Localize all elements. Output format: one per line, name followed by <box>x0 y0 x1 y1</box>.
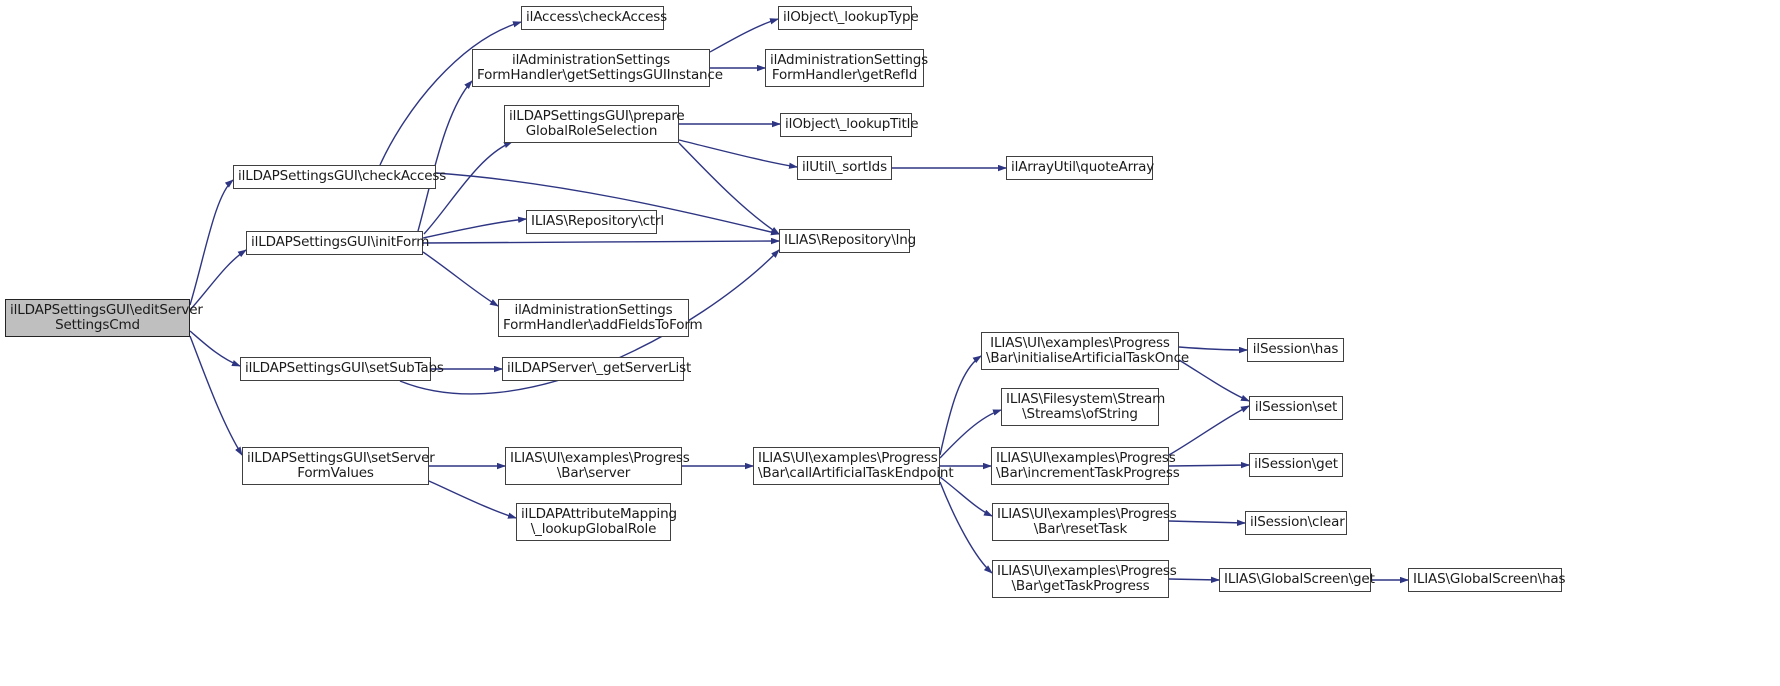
graph-edge-initForm-to-addFieldsToForm <box>422 251 499 307</box>
graph-node-lookupGlobalRole[interactable]: ilLDAPAttributeMapping \_lookupGlobalRol… <box>516 503 677 541</box>
graph-edge-initForm-to-repoLng <box>422 237 780 245</box>
graph-node-incrementTaskProgress[interactable]: ILIAS\UI\examples\Progress \Bar\incremen… <box>991 447 1180 485</box>
graph-node-label: ilAdministrationSettings FormHandler\add… <box>503 301 703 333</box>
graph-edge-resetTask-to-sessionClear <box>1168 519 1246 526</box>
graph-node-label: ilLDAPAttributeMapping \_lookupGlobalRol… <box>521 505 677 537</box>
graph-node-checkAccessGui[interactable]: ilLDAPSettingsGUI\checkAccess <box>233 165 447 189</box>
graph-node-sessionClear[interactable]: ilSession\clear <box>1245 511 1347 535</box>
graph-node-lookupTitle[interactable]: ilObject\_lookupTitle <box>780 113 919 137</box>
graph-node-ilAccessCheckAccess[interactable]: ilAccess\checkAccess <box>521 6 668 30</box>
graph-node-globalScreenHas[interactable]: ILIAS\GlobalScreen\has <box>1408 568 1566 592</box>
graph-node-sessionSet[interactable]: ilSession\set <box>1249 396 1343 420</box>
graph-node-getServerList[interactable]: ilLDAPServer\_getServerList <box>502 357 692 381</box>
graph-node-label: ILIAS\GlobalScreen\has <box>1413 571 1566 588</box>
graph-node-label: ilObject\_lookupTitle <box>785 116 919 133</box>
graph-edge-callArtificialTaskEndpoint-to-initialiseArtificialTaskOnce <box>939 355 982 456</box>
graph-node-label: ilLDAPSettingsGUI\checkAccess <box>238 168 447 185</box>
graph-node-globalScreenGet[interactable]: ILIAS\GlobalScreen\get <box>1219 568 1375 592</box>
graph-node-resetTask[interactable]: ILIAS\UI\examples\Progress \Bar\resetTas… <box>992 503 1177 541</box>
graph-node-quoteArray[interactable]: ilArrayUtil\quoteArray <box>1006 156 1155 180</box>
graph-edge-initForm-to-getSettingsGUIInstance <box>417 80 473 232</box>
graph-node-initForm[interactable]: ilLDAPSettingsGUI\initForm <box>246 231 430 255</box>
graph-node-editServerSettingsCmd[interactable]: ilLDAPSettingsGUI\editServer SettingsCmd <box>5 299 203 337</box>
graph-edge-getSettingsGUIInstance-to-lookupType <box>709 18 779 53</box>
graph-node-label: ILIAS\Repository\lng <box>784 232 917 249</box>
graph-edge-prepareGlobalRoleSelection-to-sortIds <box>678 139 798 169</box>
graph-node-label: ilLDAPSettingsGUI\editServer SettingsCmd <box>10 301 203 333</box>
graph-edge-incrementTaskProgress-to-sessionGet <box>1168 461 1250 469</box>
graph-node-label: ilArrayUtil\quoteArray <box>1011 159 1155 176</box>
graph-node-label: ILIAS\Repository\ctrl <box>531 213 665 230</box>
graph-node-label: ilLDAPSettingsGUI\prepare GlobalRoleSele… <box>509 107 685 139</box>
graph-edge-editServerSettingsCmd-to-checkAccessGui <box>189 179 234 306</box>
graph-edge-editServerSettingsCmd-to-setSubTabs <box>189 330 241 367</box>
graph-node-label: ILIAS\UI\examples\Progress \Bar\server <box>510 449 690 481</box>
graph-node-label: ILIAS\UI\examples\Progress \Bar\incremen… <box>996 449 1180 481</box>
graph-node-label: ilLDAPSettingsGUI\setServer FormValues <box>247 449 435 481</box>
graph-node-streamsOfString[interactable]: ILIAS\Filesystem\Stream \Streams\ofStrin… <box>1001 388 1166 426</box>
graph-node-label: ILIAS\GlobalScreen\get <box>1224 571 1375 588</box>
graph-node-lookupType[interactable]: ilObject\_lookupType <box>778 6 919 30</box>
graph-edge-initialiseArtificialTaskOnce-to-sessionHas <box>1178 346 1248 354</box>
graph-edge-initialiseArtificialTaskOnce-to-sessionSet <box>1178 359 1250 402</box>
graph-edge-callArtificialTaskEndpoint-to-resetTask <box>939 476 993 517</box>
graph-node-sessionGet[interactable]: ilSession\get <box>1249 453 1343 477</box>
graph-node-addFieldsToForm[interactable]: ilAdministrationSettings FormHandler\add… <box>498 299 703 337</box>
graph-node-sessionHas[interactable]: ilSession\has <box>1247 338 1344 362</box>
graph-node-label: ILIAS\UI\examples\Progress \Bar\callArti… <box>758 449 954 481</box>
graph-edge-editServerSettingsCmd-to-initForm <box>189 249 247 311</box>
graph-node-repoCtrl[interactable]: ILIAS\Repository\ctrl <box>526 210 665 234</box>
graph-edge-getTaskProgress-to-globalScreenGet <box>1168 576 1220 584</box>
graph-node-repoLng[interactable]: ILIAS\Repository\lng <box>779 229 917 253</box>
graph-node-label: ilAccess\checkAccess <box>526 9 668 26</box>
graph-node-label: ilAdministrationSettings FormHandler\get… <box>770 51 929 83</box>
graph-edge-initForm-to-repoCtrl <box>422 216 527 239</box>
graph-node-label: ilLDAPServer\_getServerList <box>507 360 692 377</box>
graph-node-initialiseArtificialTaskOnce[interactable]: ILIAS\UI\examples\Progress \Bar\initiali… <box>981 332 1190 370</box>
graph-edge-callArtificialTaskEndpoint-to-getTaskProgress <box>939 481 993 574</box>
graph-edge-setServerFormValues-to-lookupGlobalRole <box>428 480 517 519</box>
graph-edge-initForm-to-prepareGlobalRoleSelection <box>423 141 513 235</box>
graph-edge-prepareGlobalRoleSelection-to-repoLng <box>678 142 780 235</box>
graph-node-label: ILIAS\Filesystem\Stream \Streams\ofStrin… <box>1006 390 1166 422</box>
graph-node-label: ilSession\has <box>1252 341 1339 358</box>
graph-node-label: ilObject\_lookupType <box>783 9 919 26</box>
graph-node-callArtificialTaskEndpoint[interactable]: ILIAS\UI\examples\Progress \Bar\callArti… <box>753 447 954 485</box>
graph-node-label: ILIAS\UI\examples\Progress \Bar\initiali… <box>986 334 1190 366</box>
graph-node-label: ilSession\set <box>1254 399 1338 416</box>
graph-node-sortIds[interactable]: ilUtil\_sortIds <box>797 156 892 180</box>
graph-node-label: ilLDAPSettingsGUI\initForm <box>251 234 430 251</box>
graph-node-label: ilLDAPSettingsGUI\setSubTabs <box>245 360 444 377</box>
graph-node-label: ILIAS\UI\examples\Progress \Bar\getTaskP… <box>997 562 1177 594</box>
graph-node-setSubTabs[interactable]: ilLDAPSettingsGUI\setSubTabs <box>240 357 444 381</box>
graph-node-prepareGlobalRoleSelection[interactable]: ilLDAPSettingsGUI\prepare GlobalRoleSele… <box>504 105 685 143</box>
graph-node-label: ilUtil\_sortIds <box>802 159 887 176</box>
graph-node-getSettingsGUIInstance[interactable]: ilAdministrationSettings FormHandler\get… <box>472 49 723 87</box>
graph-node-getRefId[interactable]: ilAdministrationSettings FormHandler\get… <box>765 49 929 87</box>
graph-node-label: ilAdministrationSettings FormHandler\get… <box>477 51 723 83</box>
graph-edge-checkAccessGui-to-ilAccessCheckAccess <box>379 21 522 166</box>
graph-node-label: ILIAS\UI\examples\Progress \Bar\resetTas… <box>997 505 1177 537</box>
graph-node-progressBarServer[interactable]: ILIAS\UI\examples\Progress \Bar\server <box>505 447 690 485</box>
graph-node-label: ilSession\get <box>1254 456 1338 473</box>
graph-node-getTaskProgress[interactable]: ILIAS\UI\examples\Progress \Bar\getTaskP… <box>992 560 1177 598</box>
graph-node-label: ilSession\clear <box>1250 514 1345 531</box>
graph-edge-editServerSettingsCmd-to-setServerFormValues <box>189 335 243 456</box>
graph-node-setServerFormValues[interactable]: ilLDAPSettingsGUI\setServer FormValues <box>242 447 435 485</box>
graph-edge-incrementTaskProgress-to-sessionSet <box>1168 405 1250 456</box>
